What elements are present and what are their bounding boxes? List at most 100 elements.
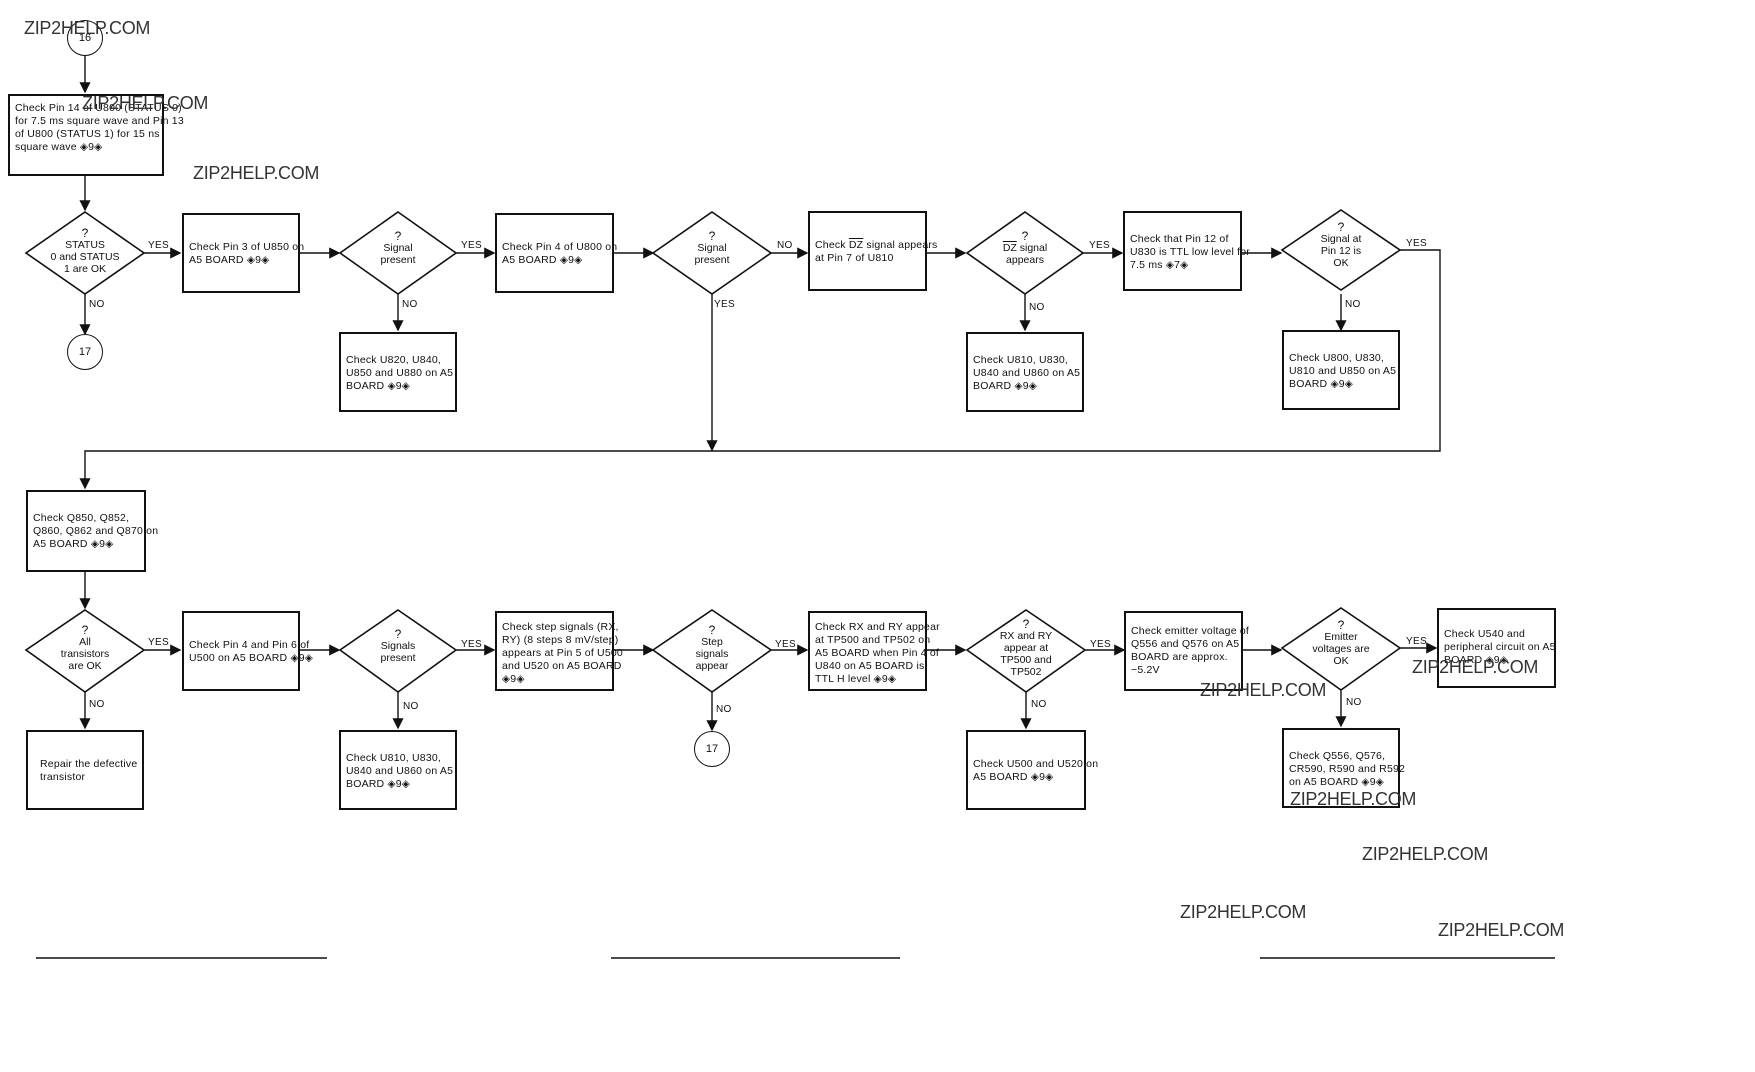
box-line: Check Q556, Q576, xyxy=(1289,750,1386,762)
watermark-text: ZIP2HELP.COM xyxy=(193,163,320,183)
decision-diamond xyxy=(1280,607,1402,691)
box-line: A5 BOARD ◈9◈ xyxy=(33,538,114,550)
box-line: Check that Pin 12 of xyxy=(1130,233,1229,245)
box-line: at TP500 and TP502 on xyxy=(815,634,931,646)
box-line: peripheral circuit on A5 xyxy=(1444,641,1556,653)
box-line: transistor xyxy=(40,771,86,783)
decision-line: ? xyxy=(81,226,89,240)
box-line: Check U540 and xyxy=(1444,628,1526,640)
decision-diamond xyxy=(24,211,146,295)
decision-line: transistors xyxy=(60,648,110,660)
decision-line: 0 and STATUS xyxy=(50,251,120,263)
box-line: BOARD ◈9◈ xyxy=(1289,378,1354,390)
no-label: NO xyxy=(716,704,732,715)
box-line: U850 and U880 on A5 xyxy=(346,367,454,379)
decision-line: TP500 and xyxy=(1000,654,1052,666)
watermark-text: ZIP2HELP.COM xyxy=(1180,902,1307,922)
decision-line: ? xyxy=(394,627,402,641)
box-line: at Pin 7 of U810 xyxy=(815,252,894,264)
decision-line: are OK xyxy=(68,660,102,672)
decision-line: Signals xyxy=(380,640,416,652)
decision-line: 1 are OK xyxy=(63,263,107,275)
box-line: on A5 BOARD ◈9◈ xyxy=(1289,776,1385,788)
box-line: ◈9◈ xyxy=(502,673,525,685)
box-line: BOARD ◈9◈ xyxy=(1444,654,1509,666)
decision-line: ? xyxy=(394,229,402,243)
decision-line: ? xyxy=(1021,229,1029,243)
box-line: U830 is TTL low level for xyxy=(1130,246,1250,258)
box-line: BOARD ◈9◈ xyxy=(346,380,411,392)
box-line: Check U800, U830, xyxy=(1289,352,1385,364)
yes-label: YES xyxy=(1406,238,1427,249)
box-line: of U800 (STATUS 1) for 15 ns xyxy=(15,128,160,140)
box-line: Check Q850, Q852, xyxy=(33,512,130,524)
box-line: A5 BOARD when Pin 4 of xyxy=(815,647,940,659)
box-line: Check U810, U830, xyxy=(346,752,442,764)
yes-label: YES xyxy=(461,639,482,650)
box-line: U840 on A5 BOARD is xyxy=(815,660,925,672)
decision-line: RX and RY xyxy=(999,630,1053,642)
decision-line: ? xyxy=(708,229,716,243)
box-line: Q556 and Q576 on A5 xyxy=(1131,638,1240,650)
decision-line: ? xyxy=(1337,220,1345,234)
decision-diamond xyxy=(651,609,773,693)
decision-line: appear xyxy=(695,660,729,672)
box-line: Q860, Q862 and Q870 on xyxy=(33,525,159,537)
decision-line: ? xyxy=(1022,617,1030,631)
decision-diamond xyxy=(651,211,773,295)
yes-label: YES xyxy=(1090,639,1111,650)
watermark-text: ZIP2HELP.COM xyxy=(1362,844,1489,864)
decision-line: OK xyxy=(1333,655,1349,667)
decision-line: signals xyxy=(695,648,729,660)
decision-line: Step xyxy=(701,636,723,648)
box-line: A5 BOARD ◈9◈ xyxy=(189,254,270,266)
step-box-step-signals: Check step signals (RX,RY) (8 steps 8 mV… xyxy=(495,611,623,691)
no-label: NO xyxy=(1031,699,1047,710)
box-line: RY) (8 steps 8 mV/step) xyxy=(502,634,619,646)
box-line: and U520 on A5 BOARD xyxy=(502,660,622,672)
no-label: NO xyxy=(89,299,105,310)
decision-diamond xyxy=(24,609,146,693)
decision-line: appears xyxy=(1006,254,1044,266)
decision-line: Pin 12 is xyxy=(1320,245,1362,257)
decision-line: All xyxy=(79,636,91,648)
decision-diamond xyxy=(965,211,1085,295)
watermark-text: ZIP2HELP.COM xyxy=(24,18,151,38)
decision-line: Signal xyxy=(697,242,727,254)
box-line: for 7.5 ms square wave and Pin 13 xyxy=(15,115,184,127)
box-line: BOARD ◈9◈ xyxy=(973,380,1038,392)
decision-line: Signal at xyxy=(1320,233,1362,245)
decision-line: Emitter xyxy=(1324,631,1358,643)
box-line: Check Pin 3 of U850 on xyxy=(189,241,305,253)
yes-label: YES xyxy=(148,240,169,251)
connector-circle-17: 17 xyxy=(694,731,730,767)
decision-line: ? xyxy=(708,623,716,637)
no-label: NO xyxy=(89,699,105,710)
no-label: NO xyxy=(1029,302,1045,313)
decision-line: DZ signal xyxy=(1002,242,1048,254)
no-label: NO xyxy=(777,240,793,251)
box-line: Check U810, U830, xyxy=(973,354,1069,366)
box-line: appears at Pin 5 of U500 xyxy=(502,647,623,659)
yes-label: YES xyxy=(1406,636,1427,647)
no-label: NO xyxy=(403,701,419,712)
box-line: Check RX and RY appear xyxy=(815,621,940,633)
yes-label: YES xyxy=(148,637,169,648)
